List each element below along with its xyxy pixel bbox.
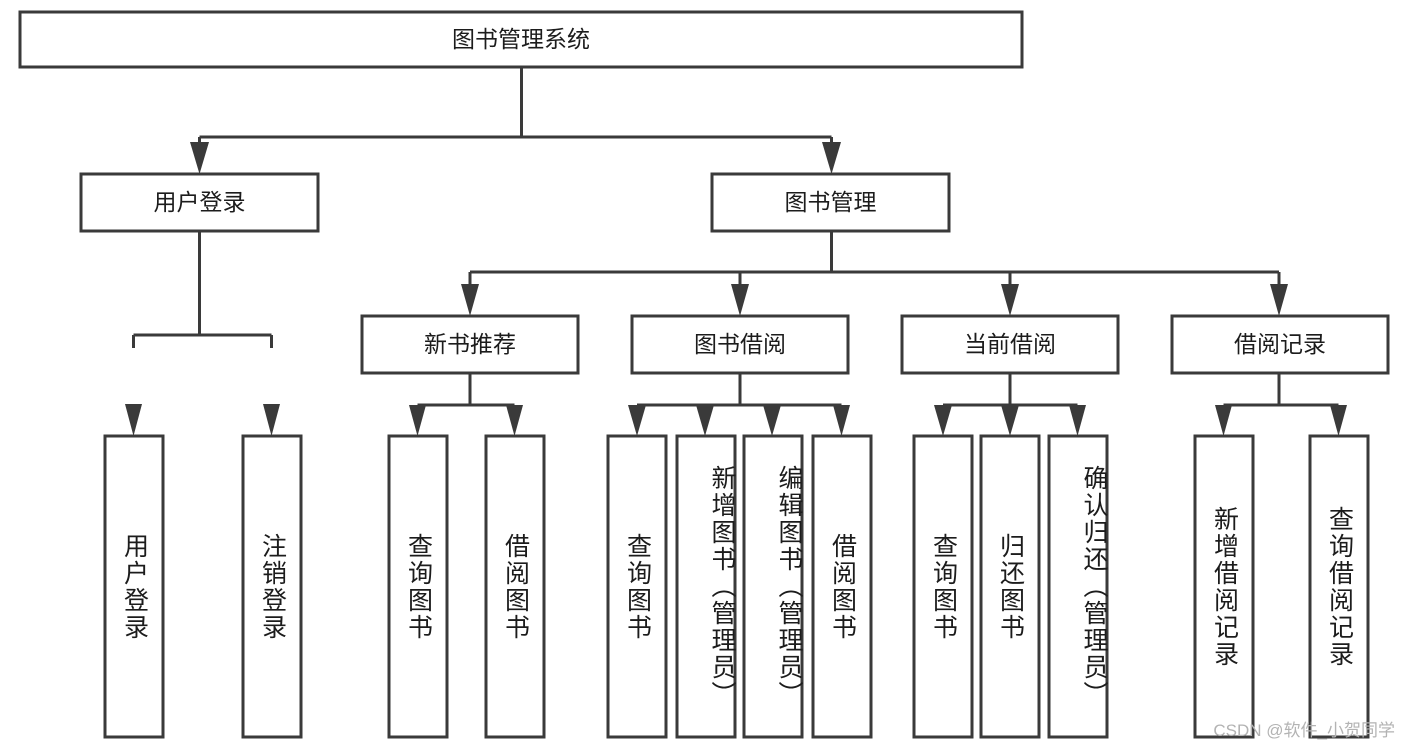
arrow-new-book-leaf-1 xyxy=(409,405,426,436)
node-box-current-borrow[interactable] xyxy=(900,314,1120,375)
connector-group-current-borrow xyxy=(934,373,1086,436)
leaf-box-user-login-2[interactable] xyxy=(241,434,303,739)
leaf-box-book-borrow-2[interactable] xyxy=(675,434,737,739)
node-box-book-manage[interactable] xyxy=(710,172,951,233)
arrow-new-book-leaf-2 xyxy=(506,405,523,436)
node-box-root[interactable] xyxy=(18,10,1024,69)
node-label-book-manage: 图书管理 xyxy=(785,189,877,215)
node-label-current-borrow: 当前借阅 xyxy=(964,331,1056,357)
arrow-current-borrow-leaf-1 xyxy=(934,405,952,436)
node-label-root: 图书管理系统 xyxy=(452,26,590,52)
node-box-user-login[interactable] xyxy=(79,172,320,233)
arrow-book-manage-to-new-book xyxy=(461,284,479,316)
connector-group-user-login xyxy=(125,231,280,436)
leaf-box-book-borrow-3[interactable] xyxy=(742,434,804,739)
arrow-book-borrow-leaf-3 xyxy=(763,405,781,436)
connector-group-new-book xyxy=(409,373,523,436)
connector-group-book-borrow xyxy=(628,373,850,436)
connector-group-root xyxy=(190,67,841,174)
arrow-borrow-record-leaf-1 xyxy=(1215,405,1232,436)
arrow-current-borrow-leaf-3 xyxy=(1069,405,1086,436)
arrow-book-manage-to-book-borrow xyxy=(731,284,749,316)
leaf-box-new-book-1[interactable] xyxy=(387,434,449,739)
leaf-box-current-borrow-1[interactable] xyxy=(912,434,974,739)
leaf-box-borrow-record-1[interactable] xyxy=(1193,434,1255,739)
watermark-text: CSDN @软件_小贺同学 xyxy=(1213,721,1395,740)
connector-group-book-manage xyxy=(461,231,1288,316)
node-box-new-book-recommend[interactable] xyxy=(360,314,580,375)
leaf-box-user-login-1[interactable] xyxy=(103,434,165,739)
node-box-book-borrow[interactable] xyxy=(630,314,850,375)
leaf-box-book-borrow-1[interactable] xyxy=(606,434,668,739)
leaf-box-current-borrow-3[interactable] xyxy=(1047,434,1109,739)
arrow-borrow-record-leaf-2 xyxy=(1330,405,1347,436)
node-label-user-login: 用户登录 xyxy=(154,189,246,215)
node-label-borrow-record: 借阅记录 xyxy=(1234,331,1326,357)
leaf-box-book-borrow-4[interactable] xyxy=(811,434,873,739)
leaf-box-current-borrow-2[interactable] xyxy=(979,434,1041,739)
connector-group-borrow-record xyxy=(1215,373,1347,436)
arrow-book-manage-to-current-borrow xyxy=(1001,284,1019,316)
arrow-root-to-book-manage xyxy=(822,142,841,174)
arrow-book-borrow-leaf-4 xyxy=(833,405,850,436)
leaf-box-borrow-record-2[interactable] xyxy=(1308,434,1370,739)
arrow-book-borrow-leaf-1 xyxy=(628,405,646,436)
arrow-user-login-leaf-1 xyxy=(125,404,142,436)
node-label-book-borrow: 图书借阅 xyxy=(694,331,786,357)
arrow-root-to-user-login xyxy=(190,142,209,174)
arrow-book-manage-to-borrow-record xyxy=(1270,284,1288,316)
node-box-borrow-record[interactable] xyxy=(1170,314,1390,375)
leaf-box-new-book-2[interactable] xyxy=(484,434,546,739)
arrow-book-borrow-leaf-2 xyxy=(696,405,714,436)
node-label-new-book-recommend: 新书推荐 xyxy=(424,331,516,357)
arrow-user-login-leaf-2 xyxy=(263,404,280,436)
arrow-current-borrow-leaf-2 xyxy=(1001,405,1019,436)
